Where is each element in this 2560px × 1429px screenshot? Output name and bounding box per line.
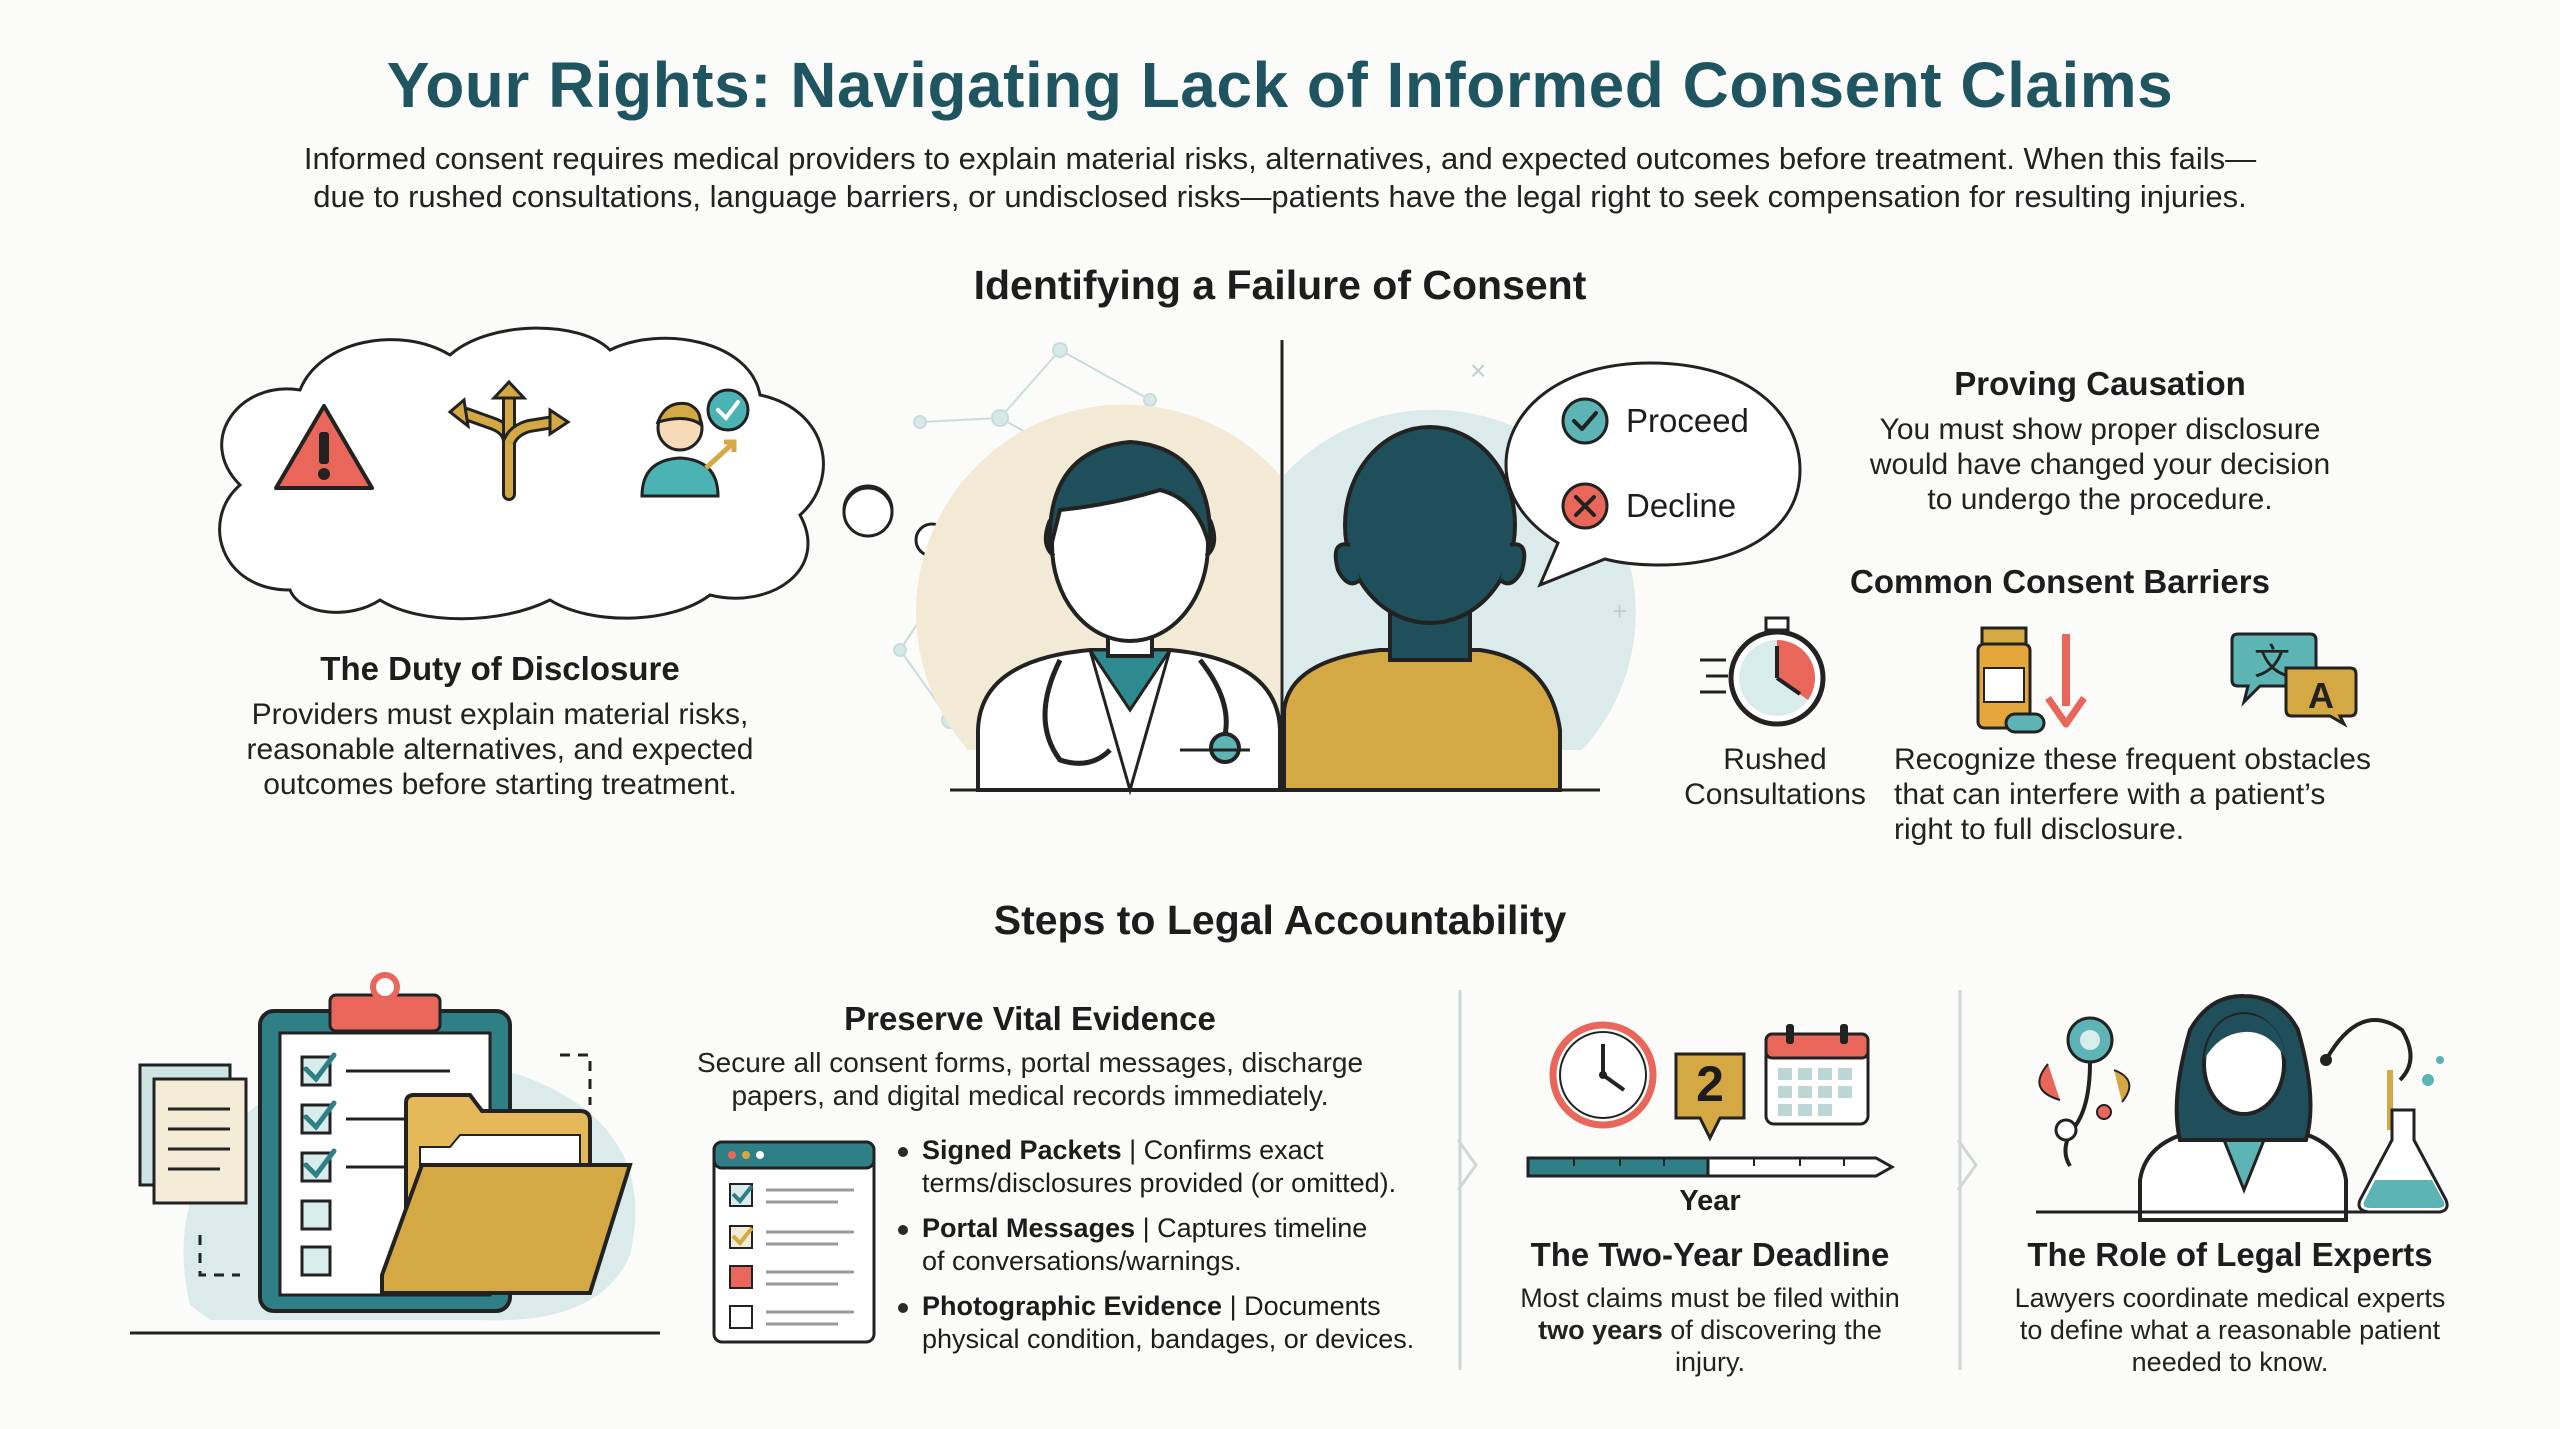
duty-text: Providers must explain material risks, r… (180, 697, 820, 802)
clipboard-icon (258, 972, 512, 1313)
experts-line-2: to define what a reasonable patient (2019, 1315, 2441, 1345)
deadline-number: 2 (1696, 1056, 1724, 1112)
bullet-text: Captures timeline (1157, 1213, 1368, 1243)
causation-text: You must show proper disclosure would ha… (1800, 412, 2400, 517)
bullet-separator: | (1135, 1213, 1158, 1243)
folder-icon (380, 1093, 633, 1295)
causation-line-2: would have changed your decision (1869, 448, 2331, 481)
bullet-text-cont: of conversations/warnings. (922, 1246, 1242, 1276)
bullet-bold: Portal Messages (922, 1213, 1136, 1243)
stopwatch-icon (1700, 616, 1826, 727)
bullet-separator: | (1222, 1291, 1245, 1321)
checklist-icon (712, 1140, 876, 1344)
rushed-line-2: Consultations (1684, 778, 1866, 811)
svg-text:A: A (2308, 675, 2334, 716)
experts-title: The Role of Legal Experts (2027, 1236, 2433, 1273)
bullet-text: Documents (1244, 1291, 1381, 1321)
evidence-line-1: Secure all consent forms, portal message… (696, 1047, 1364, 1078)
pill-bottle-icon (1976, 626, 2087, 734)
bullet-text-cont: physical condition, bandages, or devices… (922, 1324, 1415, 1354)
steps-section-title: Steps to Legal Accountability (993, 897, 1567, 943)
proceed-label: Proceed (1626, 402, 1749, 439)
deadline-line-1: Most claims must be filed within (1520, 1283, 1900, 1313)
bullet-bold: Photographic Evidence (922, 1291, 1223, 1321)
translate-icon: 文 A (2230, 632, 2358, 728)
bullet-text-cont: terms/disclosures provided (or omitted). (922, 1168, 1397, 1198)
causation-title: Proving Causation (1954, 365, 2246, 402)
barriers-line-3: right to full disclosure. (1894, 813, 2185, 846)
bullet-text: Confirms exact (1143, 1135, 1324, 1165)
duty-line-1: Providers must explain material risks, (251, 698, 749, 731)
duty-line-3: outcomes before starting treatment. (263, 768, 737, 801)
evidence-line-2: papers, and digital medical records imme… (731, 1080, 1329, 1111)
timeline-bar (1526, 1156, 1896, 1178)
proceed-option: Proceed (1560, 396, 1790, 446)
svg-text:文: 文 (2254, 642, 2290, 683)
timeline-axis-label: Year (1679, 1185, 1741, 1217)
barriers-title: Common Consent Barriers (1850, 563, 2270, 600)
step-divider-2 (1956, 990, 1978, 1370)
document-icon (138, 1063, 248, 1205)
duty-line-2: reasonable alternatives, and expected (246, 733, 754, 766)
warning-icon (274, 404, 374, 490)
branching-arrows-icon (447, 379, 571, 501)
legal-expert-illustration (2036, 993, 2449, 1222)
decline-option: Decline (1560, 481, 1790, 531)
evidence-text: Secure all consent forms, portal message… (690, 1046, 1370, 1112)
experts-text: Lawyers coordinate medical experts to de… (1990, 1282, 2470, 1378)
failure-section-title: Identifying a Failure of Consent (973, 262, 1587, 308)
deadline-text: Most claims must be filed within two yea… (1480, 1282, 1940, 1378)
clipboard-folder-illustration (130, 972, 660, 1335)
causation-line-1: You must show proper disclosure (1879, 413, 2321, 446)
intro-text: Informed consent requires medical provid… (300, 140, 2260, 216)
rushed-consultations-label: Rushed Consultations (1660, 742, 1890, 812)
flask-icon (2357, 1056, 2449, 1214)
deadline-marker (1674, 1052, 1746, 1142)
x-circle-icon (1561, 482, 1609, 530)
bullet-separator: | (1121, 1135, 1144, 1165)
experts-line-1: Lawyers coordinate medical experts (2014, 1283, 2446, 1313)
intro-line-2: due to rushed consultations, language ba… (313, 179, 2247, 214)
check-circle-icon (1561, 397, 1609, 445)
barriers-text: Recognize these frequent obstacles that … (1894, 742, 2434, 847)
page-title: Your Rights: Navigating Lack of Informed… (386, 49, 2174, 121)
svg-text:×: × (1470, 355, 1486, 386)
barriers-line-2: that can interfere with a patient’s (1894, 778, 2326, 811)
step-divider-1 (1456, 990, 1478, 1370)
calendar-icon (1764, 1024, 1870, 1126)
deadline-line-2-rest: of discovering the (1662, 1315, 1882, 1345)
svg-text:+: + (1612, 596, 1627, 626)
deadline-emphasis: two years (1538, 1315, 1663, 1345)
deadline-title: The Two-Year Deadline (1530, 1236, 1890, 1273)
deadline-line-3: injury. (1674, 1347, 1746, 1377)
stethoscope-icon (2038, 1016, 2131, 1168)
experts-line-3: needed to know. (2131, 1347, 2329, 1377)
decision-bubble (1504, 361, 1802, 588)
evidence-title: Preserve Vital Evidence (844, 1000, 1216, 1037)
causation-line-3: to undergo the procedure. (1927, 483, 2273, 516)
deadline-line-2: two years of discovering the (1480, 1314, 1940, 1346)
intro-line-1: Informed consent requires medical provid… (303, 141, 2257, 176)
person-check-icon (640, 388, 750, 498)
barriers-line-1: Recognize these frequent obstacles (1894, 743, 2371, 776)
decline-label: Decline (1626, 487, 1737, 524)
doctor-patient-illustration: × + (893, 340, 1636, 796)
bullet-bold: Signed Packets (922, 1135, 1122, 1165)
clock-icon (1549, 1021, 1657, 1129)
duty-title: The Duty of Disclosure (320, 650, 680, 687)
rushed-line-1: Rushed (1723, 743, 1827, 776)
